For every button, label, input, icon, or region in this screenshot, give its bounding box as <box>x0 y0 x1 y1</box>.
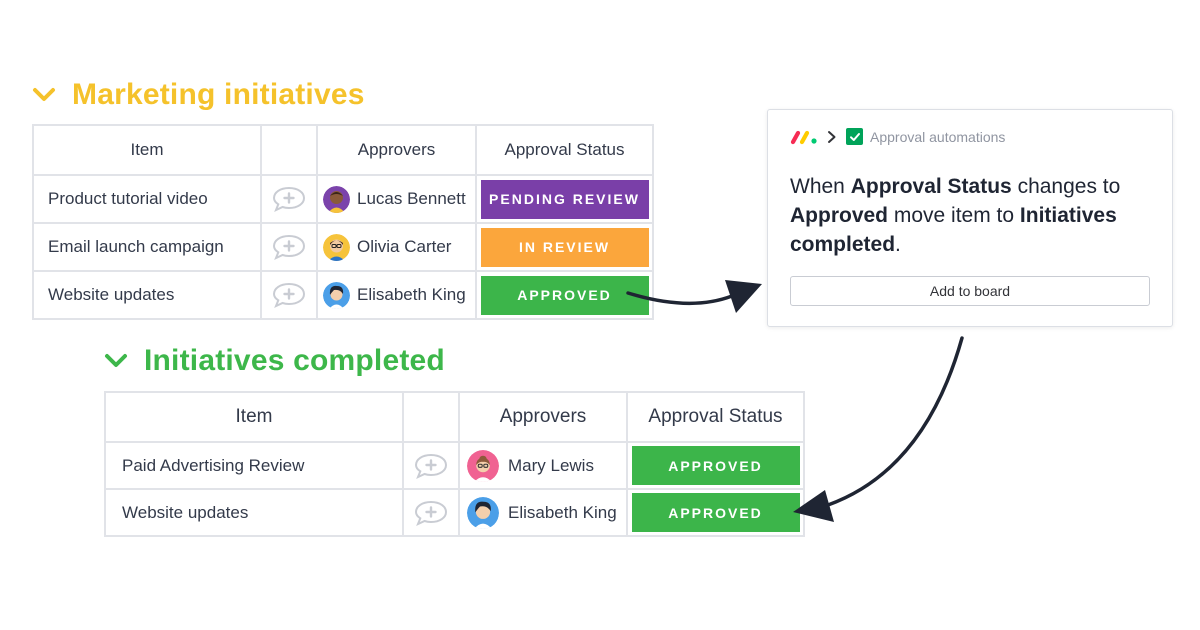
speech-bubble-plus-icon[interactable] <box>271 186 307 212</box>
recipe-text: changes to <box>1011 175 1121 198</box>
updates-cell[interactable] <box>402 441 460 490</box>
column-header-approvers[interactable]: Approvers <box>316 124 477 176</box>
recipe-text: . <box>895 233 901 256</box>
avatar-elisabeth <box>323 281 350 309</box>
approver-name: Elisabeth King <box>357 285 466 304</box>
column-header-approvers[interactable]: Approvers <box>458 391 628 443</box>
approver-cell[interactable]: Elisabeth King <box>316 270 477 320</box>
speech-bubble-plus-icon[interactable] <box>413 453 449 479</box>
group-title-completed[interactable]: Initiatives completed <box>104 344 445 378</box>
column-header-status[interactable]: Approval Status <box>626 391 805 443</box>
table-row[interactable]: Paid Advertising Review Mary Lewis APPRO… <box>104 441 805 490</box>
status-label[interactable]: APPROVED <box>480 275 649 315</box>
automation-card: Approval automations When Approval Statu… <box>767 109 1173 327</box>
approver-name: Olivia Carter <box>357 237 452 256</box>
item-name[interactable]: Website updates <box>32 270 262 320</box>
table-header-row: Item Approvers Approval Status <box>104 391 805 443</box>
column-header-item[interactable]: Item <box>32 124 262 176</box>
updates-cell[interactable] <box>260 174 318 224</box>
recipe-trigger-column: Approval Status <box>850 175 1012 198</box>
recipe-text: move item to <box>888 204 1020 227</box>
group-title-marketing[interactable]: Marketing initiatives <box>32 78 365 112</box>
add-to-board-button[interactable]: Add to board <box>790 276 1150 306</box>
monday-logo-icon <box>790 130 817 144</box>
approver-cell[interactable]: Olivia Carter <box>316 222 477 272</box>
recipe-text: When <box>790 175 851 198</box>
automation-breadcrumb: Approval automations <box>790 128 1005 145</box>
column-header-updates <box>260 124 318 176</box>
table-row[interactable]: Email launch campaign Olivia Carter IN R… <box>32 222 654 272</box>
updates-cell[interactable] <box>260 222 318 272</box>
status-cell[interactable]: APPROVED <box>626 488 805 537</box>
status-cell[interactable]: IN REVIEW <box>475 222 654 272</box>
breadcrumb-label[interactable]: Approval automations <box>870 128 1006 145</box>
avatar-lucas <box>323 185 350 213</box>
chevron-down-icon[interactable] <box>32 83 56 107</box>
marketing-table: Item Approvers Approval Status Product t… <box>32 124 654 320</box>
status-cell[interactable]: APPROVED <box>475 270 654 320</box>
item-name[interactable]: Website updates <box>104 488 404 537</box>
table-header-row: Item Approvers Approval Status <box>32 124 654 176</box>
column-header-item[interactable]: Item <box>104 391 404 443</box>
status-label[interactable]: APPROVED <box>631 446 800 485</box>
avatar-olivia <box>323 233 350 261</box>
automation-recipe: When Approval Status changes to Approved… <box>790 172 1160 259</box>
column-header-status[interactable]: Approval Status <box>475 124 654 176</box>
chevron-down-icon[interactable] <box>104 349 128 373</box>
updates-cell[interactable] <box>402 488 460 537</box>
speech-bubble-plus-icon[interactable] <box>271 282 307 308</box>
column-header-updates <box>402 391 460 443</box>
completed-table: Item Approvers Approval Status Paid Adve… <box>104 391 805 537</box>
arrow-to-completed-group <box>793 336 964 522</box>
group-title-text: Initiatives completed <box>144 344 445 377</box>
approver-cell[interactable]: Mary Lewis <box>458 441 628 490</box>
approver-cell[interactable]: Elisabeth King <box>458 488 628 537</box>
status-cell[interactable]: PENDING REVIEW <box>475 174 654 224</box>
status-cell[interactable]: APPROVED <box>626 441 805 490</box>
item-name[interactable]: Paid Advertising Review <box>104 441 404 490</box>
speech-bubble-plus-icon[interactable] <box>271 234 307 260</box>
approver-name: Elisabeth King <box>508 502 617 522</box>
table-row[interactable]: Website updates Elisabeth King APPROVED <box>104 488 805 537</box>
speech-bubble-plus-icon[interactable] <box>413 500 449 526</box>
recipe-target-group: Initiatives completed <box>790 204 1117 256</box>
updates-cell[interactable] <box>260 270 318 320</box>
status-label[interactable]: APPROVED <box>631 493 800 532</box>
chevron-right-icon <box>828 130 836 143</box>
recipe-trigger-value: Approved <box>790 204 889 227</box>
group-title-text: Marketing initiatives <box>72 78 365 111</box>
table-row[interactable]: Product tutorial video Lucas Bennett PEN… <box>32 174 654 224</box>
status-label[interactable]: IN REVIEW <box>480 227 649 267</box>
approver-name: Mary Lewis <box>508 455 594 475</box>
table-row[interactable]: Website updates Elisabeth King APPROVED <box>32 270 654 320</box>
status-label[interactable]: PENDING REVIEW <box>480 179 649 219</box>
item-name[interactable]: Product tutorial video <box>32 174 262 224</box>
avatar-elisabeth <box>467 496 499 529</box>
approver-name: Lucas Bennett <box>357 189 466 208</box>
item-name[interactable]: Email launch campaign <box>32 222 262 272</box>
checkbox-checked-icon <box>846 128 863 145</box>
avatar-mary <box>467 449 499 482</box>
approver-cell[interactable]: Lucas Bennett <box>316 174 477 224</box>
